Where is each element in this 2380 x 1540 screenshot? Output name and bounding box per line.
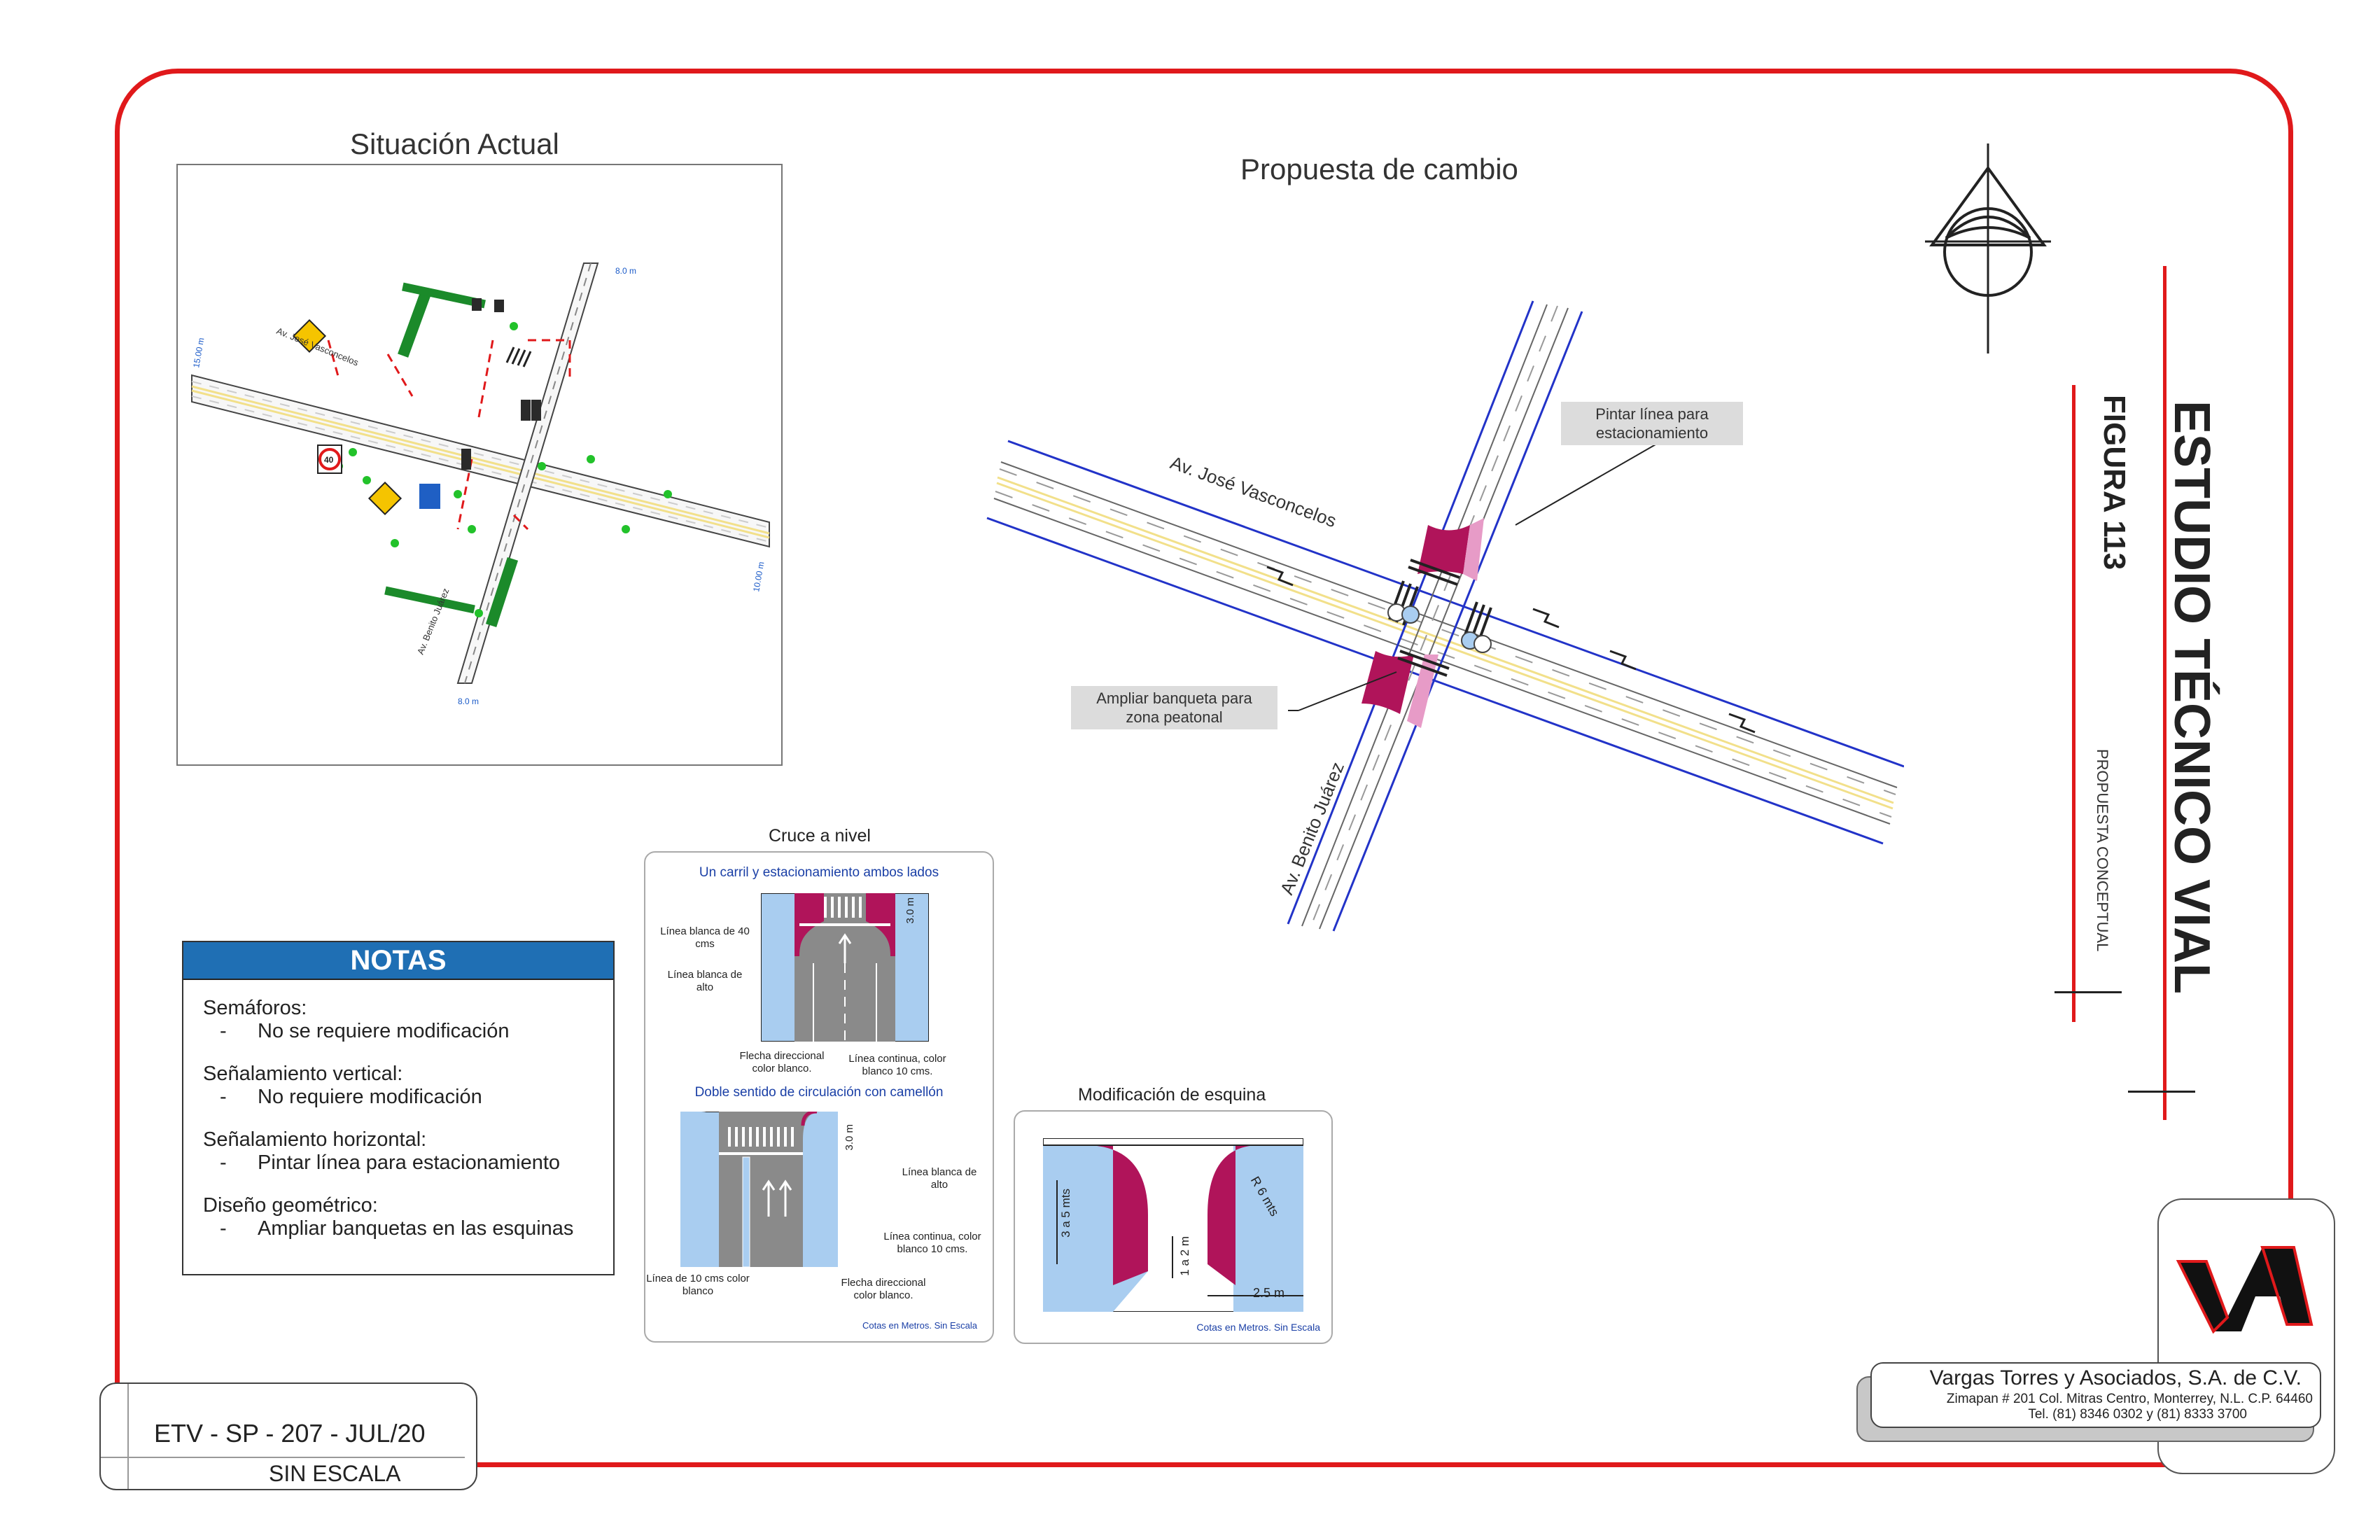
note-group: Señalamiento vertical: - No requiere modi…: [203, 1063, 594, 1109]
label-continuous-line: Línea continua, color blanco 10 cms.: [848, 1053, 946, 1077]
note-detail-row: - Ampliar banquetas en las esquinas: [203, 1217, 594, 1240]
company-phone: Tel. (81) 8346 0302 y (81) 8333 3700: [2028, 1407, 2247, 1422]
company-logo-icon: [2176, 1246, 2314, 1334]
study-title: ESTUDIO TÉCNICO VIAL: [2164, 400, 2220, 995]
sidebar-red-rule-2: [2072, 385, 2076, 1022]
callout-parking-line: Pintar línea para estacionamiento: [1561, 402, 1743, 445]
label-direction-arrow-2: Flecha direccional color blanco.: [841, 1277, 926, 1301]
notes-header: NOTAS: [183, 942, 613, 980]
callout-sidewalk: Ampliar banqueta para zona peatonal: [1071, 686, 1278, 729]
notes-box: NOTAS Semáforos: - No se requiere modific…: [182, 941, 615, 1275]
note-detail-row: - Pintar línea para estacionamiento: [203, 1152, 594, 1175]
crossing-subtitle-1: Un carril y estacionamiento ambos lados: [699, 865, 939, 880]
notes-body: Semáforos: -No se requiere modificación …: [183, 980, 613, 1257]
current-situation-title: Situación Actual: [350, 127, 559, 160]
note-detail-row: - No se requiere modificación: [203, 1020, 594, 1043]
drawing-frame: [115, 69, 2293, 1467]
crossing-panel: Un carril y estacionamiento ambos lados …: [644, 851, 994, 1343]
note-category: Señalamiento horizontal:: [203, 1128, 427, 1151]
label-3-5-mts: 3 a 5 mts: [1059, 1189, 1072, 1238]
note-group: Semáforos: - No se requiere modificación: [203, 997, 594, 1043]
proposal-street-2: Av. Benito Juárez: [1276, 759, 1348, 897]
note-detail: No se requiere modificación: [258, 1020, 510, 1042]
current-dim-right: 10.00 m: [751, 561, 766, 592]
note-bullet: -: [220, 1152, 227, 1174]
note-group: Diseño geométrico: - Ampliar banquetas en…: [203, 1194, 594, 1240]
figure-number: FIGURA 113: [2097, 395, 2132, 570]
current-dim-bottom: 8.0 m: [458, 696, 479, 706]
drawing-stamp: ETV - SP - 207 - JUL/20 SIN ESCALA: [99, 1382, 477, 1490]
label-stop-line: Línea blanca de alto: [667, 969, 743, 993]
label-stop-line-2: Línea blanca de alto: [902, 1166, 977, 1191]
note-category: Señalamiento vertical:: [203, 1063, 403, 1085]
company-info-box: Vargas Torres y Asociados, S.A. de C.V. …: [1870, 1362, 2321, 1428]
note-detail: Ampliar banquetas en las esquinas: [258, 1217, 574, 1240]
sidebar-tick: [2054, 991, 2122, 993]
note-detail: Pintar línea para estacionamiento: [258, 1152, 561, 1174]
note-category: Semáforos:: [203, 997, 307, 1019]
current-situation-panel: Av. José Vasconcelos Av. Benito Juárez 8…: [176, 164, 783, 766]
proposal-intersection-drawing: Av. José Vasconcelos Av. Benito Juárez: [986, 300, 1904, 932]
single-lane-diagram: [761, 893, 929, 1042]
speed-limit-value: 40: [324, 455, 334, 465]
note-bullet: -: [220, 1020, 227, 1042]
stamp-divider: [127, 1384, 129, 1489]
drawing-scale: SIN ESCALA: [269, 1461, 401, 1486]
note-detail-row: - No requiere modificación: [203, 1086, 594, 1109]
label-1-2-m: 1 a 2 m: [1178, 1236, 1191, 1276]
company-address: Zimapan # 201 Col. Mitras Centro, Monter…: [1946, 1392, 2313, 1406]
crossing-footnote: Cotas en Metros. Sin Escala: [862, 1320, 977, 1331]
label-line-10: Línea de 10 cms color blanco: [646, 1273, 750, 1297]
label-continuous-line-2: Línea continua, color blanco 10 cms.: [883, 1231, 981, 1255]
note-group: Señalamiento horizontal: - Pintar línea p…: [203, 1128, 594, 1175]
label-dim-3m: 3.0 m: [904, 897, 916, 924]
corner-footnote: Cotas en Metros. Sin Escala: [1196, 1322, 1320, 1333]
label-2-5-m: 2.5 m: [1253, 1286, 1285, 1300]
corner-panel: 3 a 5 mts 1 a 2 m R 6 mts 2.5 m Cotas en…: [1014, 1110, 1333, 1344]
corner-diagram: [1043, 1138, 1303, 1312]
note-bullet: -: [220, 1086, 227, 1108]
proposal-street-1: Av. José Vasconcelos: [1168, 451, 1339, 531]
sidebar-tick-2: [2128, 1091, 2195, 1093]
north-arrow-icon: [1925, 144, 2051, 354]
sidebar-red-rule: [2163, 266, 2166, 1120]
proposal-title: Propuesta de cambio: [1240, 153, 1518, 186]
current-dim-top: 8.0 m: [615, 266, 636, 276]
note-bullet: -: [220, 1217, 227, 1240]
two-way-diagram: [680, 1112, 838, 1267]
stamp-rule: [101, 1457, 465, 1458]
crossing-subtitle-2: Doble sentido de circulación con camelló…: [694, 1085, 944, 1100]
label-dim-3m-b: 3.0 m: [844, 1124, 855, 1151]
sidebar-subtitle: PROPUESTA CONCEPTUAL: [2094, 749, 2111, 952]
company-name: Vargas Torres y Asociados, S.A. de C.V.: [1929, 1366, 2302, 1390]
label-direction-arrow: Flecha direccional color blanco.: [739, 1050, 825, 1074]
crossing-title: Cruce a nivel: [769, 826, 871, 846]
label-white-line-40: Línea blanca de 40 cms: [660, 925, 750, 950]
note-detail: No requiere modificación: [258, 1086, 482, 1108]
current-intersection-drawing: Av. José Vasconcelos Av. Benito Juárez 8…: [191, 262, 770, 706]
current-dim-left: 15.00 m: [191, 337, 206, 368]
corner-title: Modificación de esquina: [1078, 1085, 1266, 1105]
note-category: Diseño geométrico:: [203, 1194, 378, 1217]
drawing-code: ETV - SP - 207 - JUL/20: [154, 1419, 426, 1448]
